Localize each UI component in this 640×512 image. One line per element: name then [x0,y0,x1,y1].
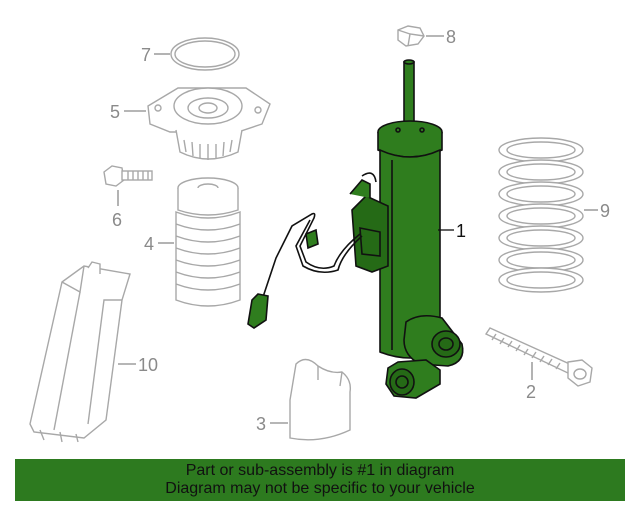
part-4-dust-boot [175,177,241,307]
callout-9: 9 [584,201,610,221]
callout-7-label: 7 [141,45,151,65]
part-2-long-bolt [484,327,593,387]
callout-3: 3 [256,414,288,434]
callout-6: 6 [112,190,122,230]
callout-1: 1 [438,221,466,241]
banner-line-2: Diagram may not be specific to your vehi… [165,480,475,497]
callout-6-label: 6 [112,210,122,230]
callout-4: 4 [144,234,174,254]
callout-4-label: 4 [144,234,154,254]
callout-10-label: 10 [138,355,158,375]
part-1-shock-absorber[interactable] [247,59,464,399]
callout-1-label: 1 [456,221,466,241]
callout-2-label: 2 [526,382,536,402]
callout-8-label: 8 [446,27,456,47]
info-banner: Part or sub-assembly is #1 in diagram Di… [15,459,625,501]
callout-8: 8 [426,27,456,47]
part-9-coil-spring [498,137,584,293]
callout-9-label: 9 [600,201,610,221]
part-3-bracket [289,358,352,441]
callout-3-label: 3 [256,414,266,434]
callout-5-label: 5 [110,102,120,122]
part-6-bolt [103,165,153,187]
part-7-ring [170,37,240,71]
callout-5: 5 [110,102,146,122]
banner-line-1: Part or sub-assembly is #1 in diagram [185,462,455,479]
callout-10: 10 [118,355,158,375]
callout-2: 2 [526,362,536,402]
part-10-cover-panel [29,261,131,443]
callout-7: 7 [141,45,170,65]
part-8-nut [397,25,425,47]
part-5-strut-mount [147,87,271,160]
